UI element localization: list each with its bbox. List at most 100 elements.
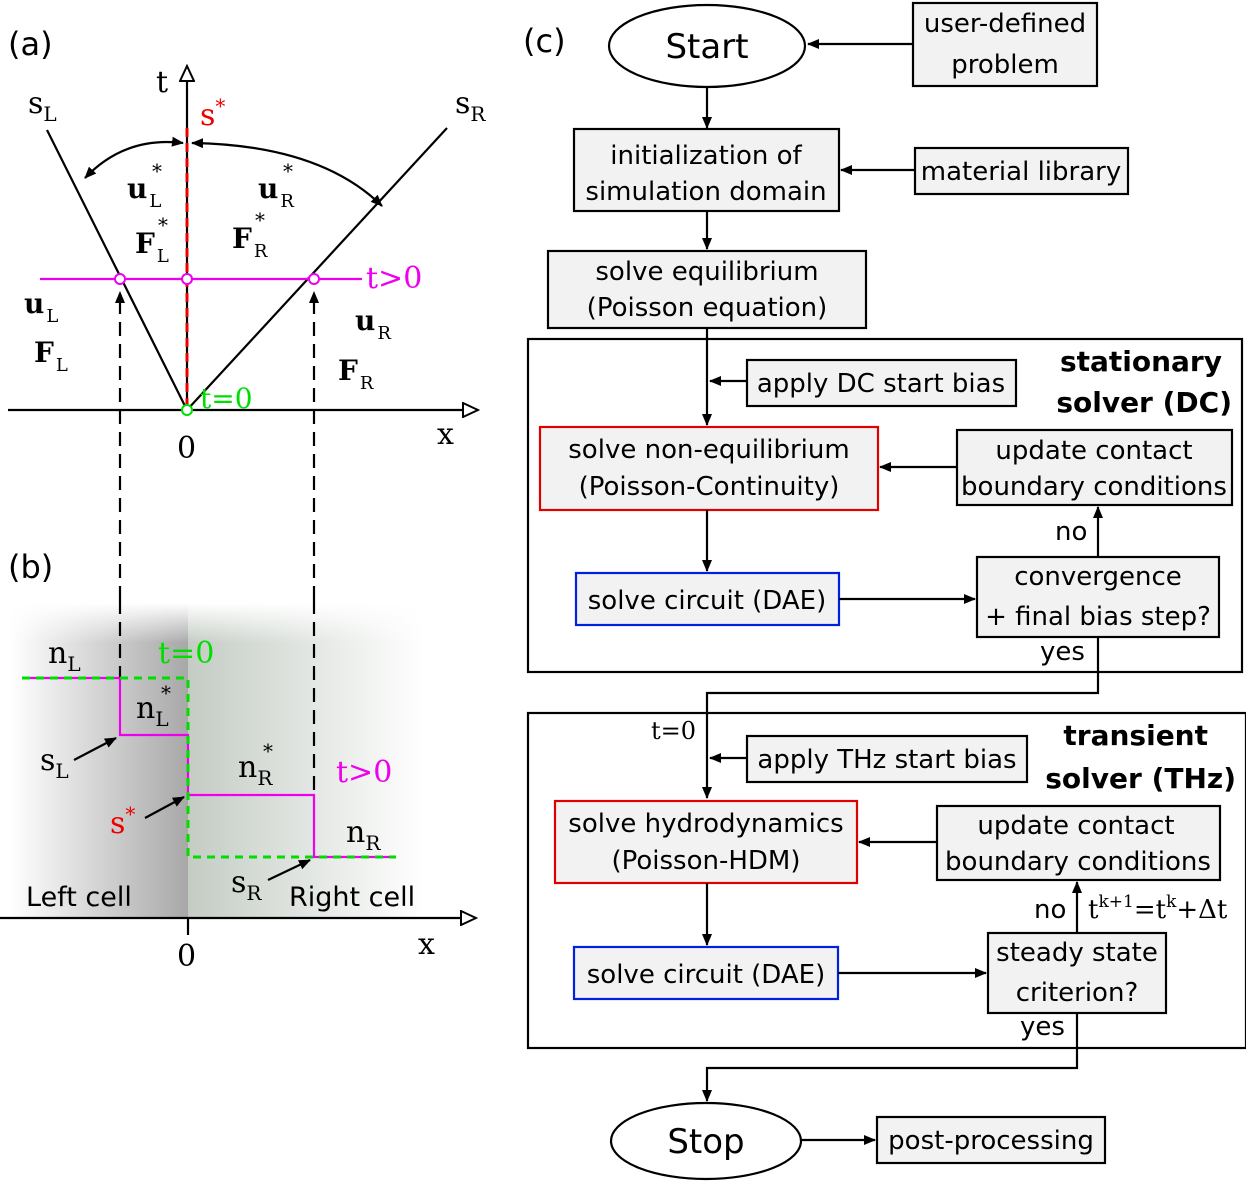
t-positive-label-b: t>0 xyxy=(336,755,392,790)
sR-label-b: sR xyxy=(231,865,262,905)
left-cell-region xyxy=(10,603,188,918)
sL-pointer-arrow xyxy=(73,737,117,761)
sR-label-a: sR xyxy=(455,86,486,126)
nR-star-label: nR xyxy=(238,750,273,790)
user-defined-line1: user-defined xyxy=(924,9,1086,39)
x-axis-label-b: x xyxy=(418,927,435,962)
wave-line-sL xyxy=(46,129,188,411)
circuit-thz-label: solve circuit (DAE) xyxy=(587,960,825,990)
arrow-thz-yes-to-stop xyxy=(702,1013,1079,1102)
t-axis-label: t xyxy=(156,65,168,100)
update-dc-line1: update contact xyxy=(995,436,1192,466)
density-profile-t-zero xyxy=(22,676,396,859)
sR-pointer-arrow xyxy=(267,859,311,881)
noneq-line2: (Poisson-Continuity) xyxy=(579,472,840,502)
yes-label-dc: yes xyxy=(1040,637,1085,667)
nL-star-label: nL xyxy=(136,691,169,731)
nL-label: nL xyxy=(48,636,81,676)
transient-line1: transient xyxy=(1063,719,1208,752)
conv-line2: + final bias step? xyxy=(985,602,1211,632)
curved-arrow-left xyxy=(84,136,184,179)
t-zero-label-b: t=0 xyxy=(158,636,214,671)
circuit-dc-box xyxy=(574,571,841,627)
post-processing-label: post-processing xyxy=(888,1126,1094,1156)
arrow-dc-yes-to-transient xyxy=(702,637,1100,799)
conv-line1: convergence xyxy=(1014,562,1182,592)
user-defined-line2: problem xyxy=(951,50,1059,80)
intersection-marker-left xyxy=(114,273,126,285)
intersection-marker-right xyxy=(308,273,320,285)
nR-label: nR xyxy=(346,815,381,855)
stop-label: Stop xyxy=(667,1122,744,1162)
init-line2: simulation domain xyxy=(585,177,826,207)
sL-label-a: sL xyxy=(28,86,57,126)
apply-dc-bias-box xyxy=(745,358,1018,408)
t-zero-label-c: t=0 xyxy=(651,717,696,745)
yes-label-thz: yes xyxy=(1020,1012,1065,1042)
t-positive-label-a: t>0 xyxy=(366,261,422,296)
uR-star-sup: * xyxy=(283,159,293,183)
transient-solver-frame xyxy=(526,711,1246,1050)
steady-line1: steady state xyxy=(996,938,1158,968)
origin-label-b: 0 xyxy=(177,939,196,974)
s-star-label-b: s* xyxy=(110,802,135,841)
apply-thz-bias-box xyxy=(745,734,1029,784)
curved-arrow-right xyxy=(191,138,383,207)
update-thz-line1: update contact xyxy=(977,811,1174,841)
origin-label-a: 0 xyxy=(177,431,196,466)
uL-star-sup: * xyxy=(152,159,162,183)
intersection-marker-center xyxy=(181,273,193,285)
panel-a-label: (a) xyxy=(8,25,53,63)
panel-c-label: (c) xyxy=(523,22,566,60)
no-label-thz: no xyxy=(1034,895,1066,925)
time-step-label: tk+1=tk+Δt xyxy=(1088,892,1228,925)
update-dc-line2: boundary conditions xyxy=(961,472,1227,502)
initialization-box xyxy=(572,127,841,213)
post-processing-box xyxy=(875,1115,1107,1165)
equil-line1: solve equilibrium xyxy=(595,257,818,287)
wave-line-sR xyxy=(186,127,448,411)
init-line1: initialization of xyxy=(610,141,802,171)
update-contact-dc-box xyxy=(955,428,1234,507)
left-cell-label: Left cell xyxy=(26,882,132,913)
no-label-dc: no xyxy=(1055,517,1087,547)
stationary-line1: stationary xyxy=(1060,345,1222,378)
noneq-line1: solve non-equilibrium xyxy=(568,435,849,465)
panel-b-label: (b) xyxy=(8,548,53,586)
steady-line2: criterion? xyxy=(1016,978,1139,1008)
s-star-pointer-arrow xyxy=(144,796,185,819)
region-top-fade xyxy=(10,603,423,643)
update-thz-line2: boundary conditions xyxy=(945,847,1211,877)
stationary-line2: solver (DC) xyxy=(1056,386,1232,419)
equilibrium-box xyxy=(546,249,868,330)
origin-marker xyxy=(181,404,193,416)
update-contact-thz-box xyxy=(935,804,1222,882)
hdm-line2: (Poisson-HDM) xyxy=(611,846,800,876)
apply-dc-label: apply DC start bias xyxy=(757,369,1005,399)
material-library-label: material library xyxy=(921,157,1121,187)
panel-c: (c) Start user-defined problem initializ… xyxy=(523,1,1246,1181)
panel-b: (b) 0 x nL t=0 nL * nR * t>0 nR sL s* sR… xyxy=(0,548,476,974)
right-cell-label: Right cell xyxy=(289,882,415,913)
stationary-solver-frame xyxy=(526,337,1244,674)
s-star-label-a: s* xyxy=(200,94,225,133)
t-zero-label-a: t=0 xyxy=(200,382,253,415)
circuit-dc-label: solve circuit (DAE) xyxy=(588,586,826,616)
FL-star-sup: * xyxy=(158,213,168,237)
start-label: Start xyxy=(665,27,748,67)
nR-star-sup: * xyxy=(263,739,273,763)
non-equilibrium-box xyxy=(538,425,880,512)
equil-line2: (Poisson equation) xyxy=(587,293,828,323)
nL-star-sup: * xyxy=(161,681,171,705)
